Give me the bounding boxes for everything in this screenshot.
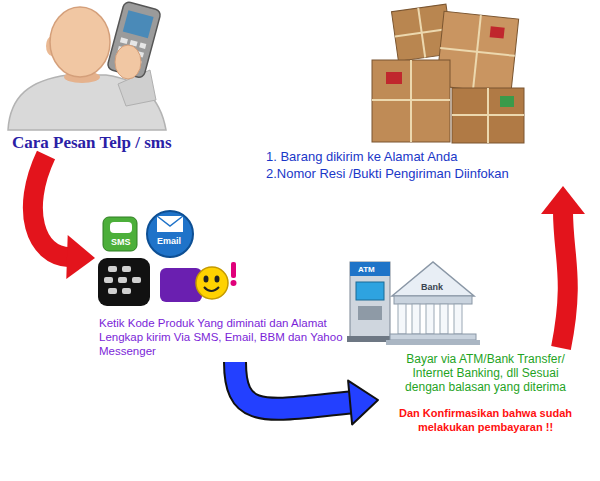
arrow-shaft bbox=[235, 362, 353, 409]
illustration-part bbox=[392, 262, 474, 296]
illustration-part bbox=[157, 216, 183, 232]
illustration-part bbox=[108, 288, 117, 294]
step-text: 1. Barang dikirim ke Alamat Anda bbox=[266, 148, 588, 165]
illustration-part bbox=[122, 266, 131, 272]
illustration-part bbox=[490, 26, 505, 38]
illustration-part bbox=[110, 222, 132, 233]
step-text: Cara Pesan Telp / sms bbox=[12, 133, 221, 153]
atm-machine bbox=[347, 262, 393, 342]
illustration-part bbox=[358, 306, 382, 320]
bank-building bbox=[386, 262, 480, 345]
illustration-part bbox=[452, 88, 524, 143]
flow-arrow bbox=[541, 186, 585, 348]
illustration-part bbox=[104, 277, 113, 283]
illustration-part bbox=[426, 304, 434, 334]
illustration-part bbox=[157, 216, 183, 226]
illustration-part bbox=[356, 282, 384, 300]
illustration-part bbox=[394, 296, 472, 304]
illustration-part bbox=[372, 60, 450, 142]
icon-label: ATM bbox=[358, 265, 375, 274]
illustration-part bbox=[132, 277, 141, 283]
illustration-part bbox=[107, 1, 162, 78]
illustration-part bbox=[50, 7, 110, 77]
icon-label: Email bbox=[157, 236, 181, 246]
bbm-icon bbox=[98, 258, 150, 306]
icon-label: SMS bbox=[111, 237, 131, 247]
illustration-part bbox=[350, 262, 390, 276]
step-text: Bayar via ATM/Bank Transfer/ Internet Ba… bbox=[397, 352, 575, 394]
illustration-part bbox=[147, 211, 193, 257]
arrow-outline bbox=[235, 362, 353, 409]
icon-label: Bank bbox=[421, 282, 443, 292]
step-text: Dan Konfirmasikan bahwa sudah melakukan … bbox=[386, 406, 586, 434]
step-node: Cara Pesan Telp / sms bbox=[8, 131, 223, 155]
illustration-part bbox=[115, 45, 141, 79]
arrow-head bbox=[348, 381, 378, 425]
illustration-part bbox=[215, 276, 220, 283]
illustration-part bbox=[123, 10, 154, 38]
step-text: Ketik Kode Produk Yang diminati dan Alam… bbox=[99, 316, 346, 358]
step-text: 2.Nomor Resi /Bukti Pengiriman Diinfokan bbox=[266, 165, 588, 182]
step-node: Ketik Kode Produk Yang diminati dan Alam… bbox=[95, 212, 350, 362]
illustration-part bbox=[390, 334, 476, 340]
person-with-phone bbox=[8, 1, 166, 130]
illustration-part bbox=[452, 114, 524, 116]
email-icon bbox=[147, 211, 193, 257]
illustration-part bbox=[440, 304, 448, 334]
illustration-part bbox=[372, 99, 450, 101]
flow-arrow bbox=[33, 155, 95, 279]
illustration-part bbox=[120, 37, 128, 44]
arrow-shaft bbox=[561, 211, 568, 348]
illustration-part bbox=[204, 276, 209, 283]
arrow-head bbox=[66, 235, 95, 279]
sms-icon bbox=[103, 217, 137, 251]
illustration-part bbox=[454, 304, 462, 334]
illustration-part bbox=[196, 267, 228, 299]
illustration-part bbox=[98, 258, 150, 306]
illustration-part bbox=[103, 217, 137, 251]
illustration-part bbox=[108, 266, 117, 272]
parcels bbox=[372, 4, 524, 143]
illustration-part bbox=[139, 43, 146, 49]
arrow-head bbox=[541, 186, 585, 214]
illustration-part bbox=[118, 277, 127, 283]
arrow-shaft bbox=[33, 155, 70, 257]
illustration-part bbox=[122, 288, 131, 294]
step-node: Bayar via ATM/Bank Transfer/ Internet Ba… bbox=[378, 348, 593, 438]
illustration-part bbox=[500, 96, 514, 107]
step-node: 1. Barang dikirim ke Alamat Anda2.Nomor … bbox=[262, 5, 592, 186]
yahoo-messenger-icon bbox=[160, 262, 237, 302]
illustration-part bbox=[231, 280, 237, 286]
flow-arrow bbox=[235, 362, 378, 424]
illustration-part bbox=[386, 72, 402, 84]
illustration-part bbox=[231, 262, 236, 278]
illustration-part bbox=[350, 262, 390, 338]
illustration-part bbox=[386, 340, 480, 345]
illustration-part bbox=[412, 304, 420, 334]
illustration-part bbox=[398, 304, 406, 334]
illustration-part bbox=[107, 1, 162, 78]
illustration-part bbox=[440, 48, 515, 56]
illustration-part bbox=[204, 287, 219, 291]
